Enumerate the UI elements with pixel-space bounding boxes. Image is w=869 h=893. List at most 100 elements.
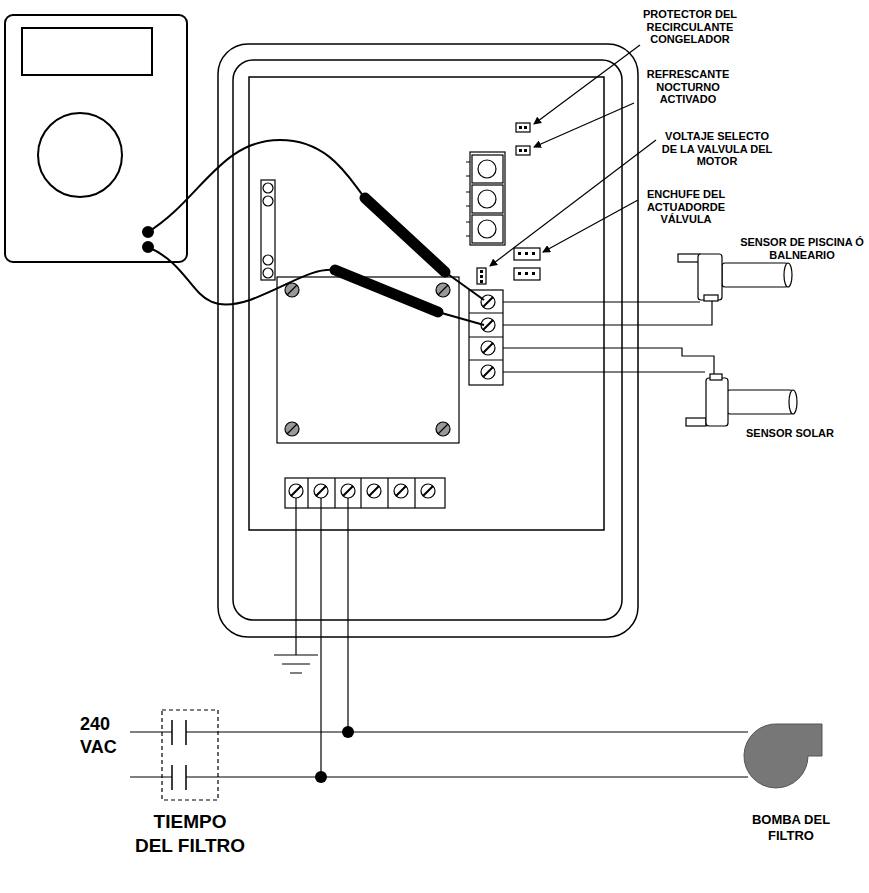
fuse-block [472,185,503,213]
jumper-pins [518,272,521,275]
fuse-block [472,155,503,183]
controller-housing [233,60,622,620]
multimeter [22,28,152,75]
side-connector [263,255,273,265]
probe-leads [148,140,365,232]
probe-leads [438,312,484,325]
power-terminal-block [285,478,445,508]
fuse-block [466,162,470,236]
solar-sensor [789,390,797,414]
power-wiring [295,498,296,655]
jumper-pins [480,270,483,273]
side-connector [261,180,275,280]
pool-sensor [784,263,792,287]
jumper-pins [524,149,527,152]
sensor-terminal-block [469,290,503,385]
probe-leads [335,270,438,312]
jumper-pins [524,126,527,129]
controller-housing [218,44,638,637]
pool-sensor [678,254,792,301]
solar-sensor [727,390,793,414]
pump-label: BOMBA DEL FILTRO [733,812,849,845]
sensor-terminal-block [469,290,503,385]
jumpers [516,146,530,155]
jumpers [477,268,486,284]
timer-label: TIEMPO DEL FILTRO [132,810,248,858]
junction-dots [342,726,354,738]
solar-sensor [686,374,797,426]
leader-lines [534,103,634,147]
leader-lines [534,45,640,124]
power-wiring [130,731,748,732]
callout-label: PROTECTOR DEL RECIRCULANTE CONGELADOR [628,8,752,46]
sensor-wires [503,300,714,378]
power-wiring [130,498,748,800]
probe-leads [148,140,484,325]
fuse-block [478,220,496,238]
solar-sensor [706,378,728,426]
jumper-pins [525,252,528,255]
callout-label: VOLTAJE SELECTO DE LA VALVULA DEL MOTOR [658,130,776,168]
solar-sensor [710,374,722,380]
sensor-wires [503,300,712,325]
circuit-module [277,277,459,443]
power-wiring [130,776,748,777]
fuse-block [472,215,503,243]
sensor-label: SENSOR SOLAR [742,427,838,440]
jumper-pins [519,149,522,152]
sensor-wires [503,371,705,372]
power-wiring [172,720,186,790]
pool-sensor [722,263,788,287]
probe-leads [148,247,335,305]
junction-dots [315,726,354,783]
power-wiring [274,655,318,673]
jumper-pins [532,252,535,255]
side-connector [263,183,273,193]
jumper-pins [480,280,483,283]
sensor-terminal-block [483,297,493,377]
solar-sensor [686,418,706,426]
power-terminal-block [285,478,445,508]
jumpers [514,248,540,260]
leader-lines [543,200,638,252]
callout-label: ENCHUFE DEL ACTUADORDE VÁLVULA [641,188,731,226]
jumper-pins [519,126,522,129]
sensor-terminal-block [469,313,503,360]
fuse-block [478,160,496,178]
jumper-pins [480,126,535,283]
probe-leads [445,272,484,300]
jumpers [514,268,540,280]
power-wiring [162,710,218,800]
power-terminal-block [291,486,433,496]
jumpers [516,123,530,132]
filter-pump [744,724,822,788]
filter-pump [744,724,822,788]
fuse-block [478,190,496,208]
circuit-module [277,277,459,443]
fuse-block [466,152,505,245]
supply-label: 240 VAC [80,713,128,760]
multimeter [38,113,122,197]
jumper-pins [532,272,535,275]
callout-label: REFRESCANTE NOCTURNO ACTIVADO [638,68,738,106]
pool-sensor [678,254,700,262]
leader-lines [490,140,656,266]
controller-housing [218,44,638,637]
side-connector [263,268,273,278]
probe-leads [365,198,445,272]
sensor-label: SENSOR DE PISCINA Ó BALNEARIO [740,236,864,261]
fuse-block [470,152,505,245]
power-wiring [347,498,348,732]
jumper-pins [518,252,521,255]
power-wiring [320,498,321,777]
pool-sensor [704,295,718,301]
side-connector [261,180,275,280]
jumpers [477,123,540,284]
jumper-pins [480,275,483,278]
sensor-wires [503,301,700,302]
leader-lines [490,45,656,266]
pool-sensor [698,254,722,300]
controller-housing [249,77,604,530]
side-connector [263,196,273,206]
jumper-pins [525,272,528,275]
